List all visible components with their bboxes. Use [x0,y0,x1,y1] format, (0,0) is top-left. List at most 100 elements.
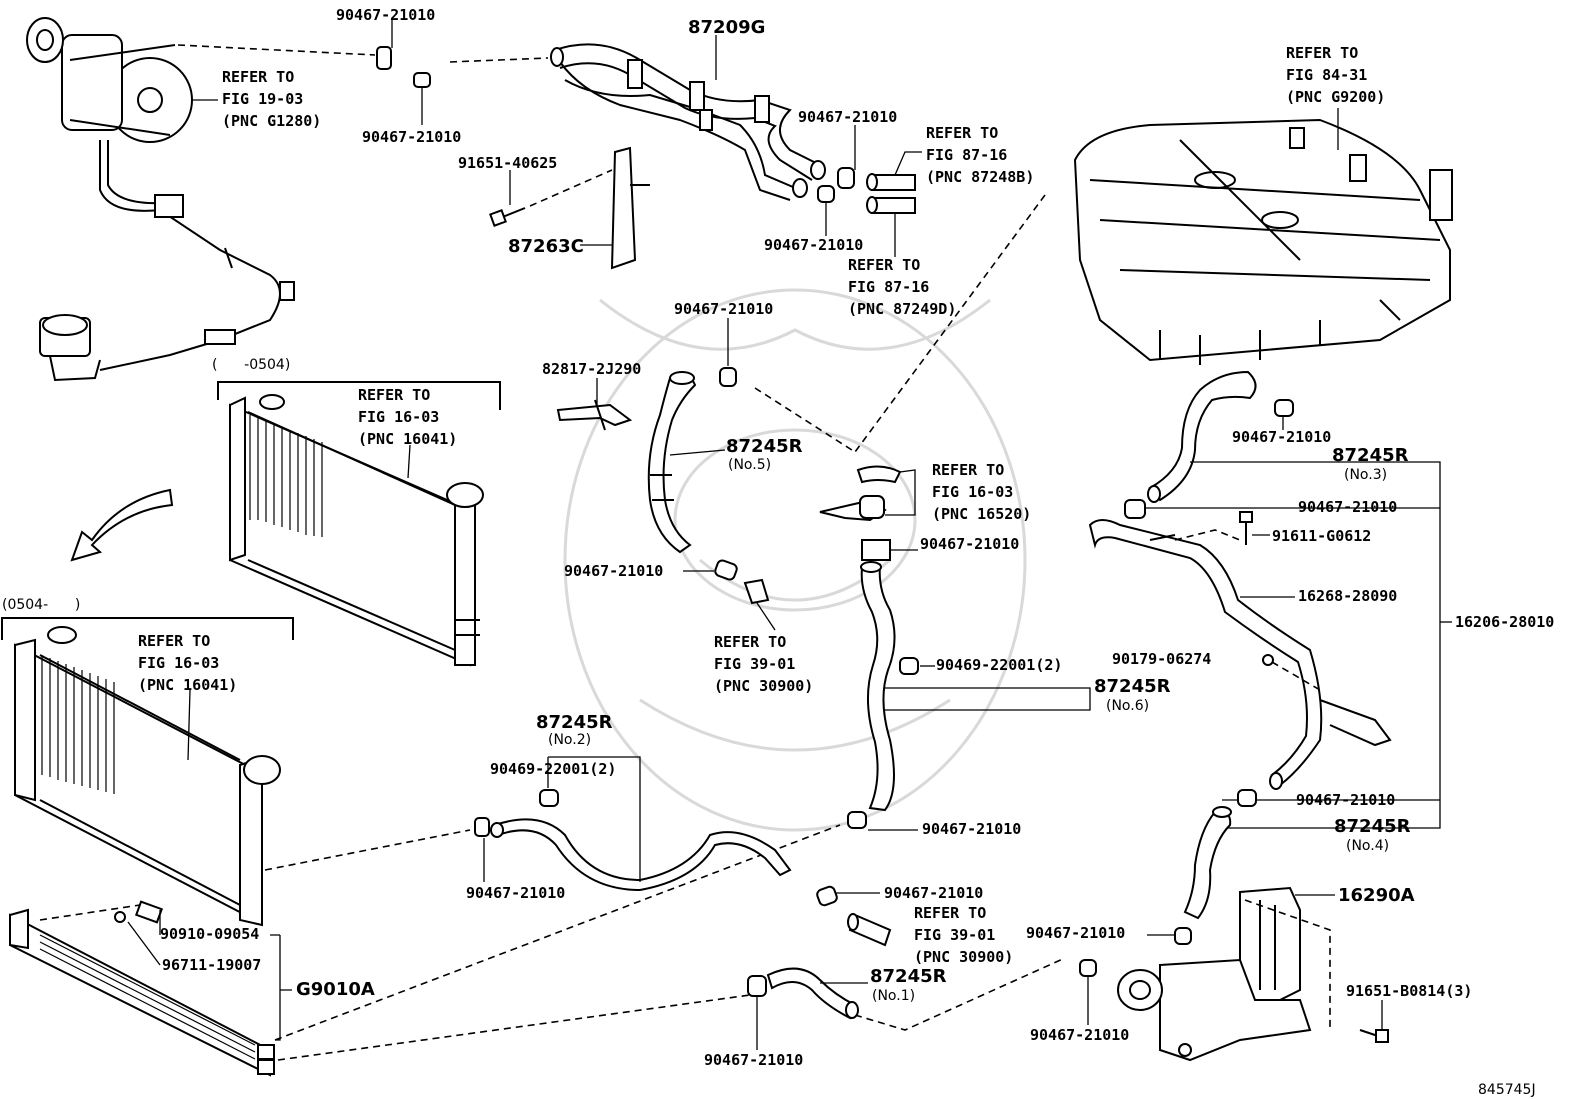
label-90467-21010: 90467-21010 [920,535,1019,553]
leader [885,687,1091,711]
label-no6: (No.6) [1106,698,1149,714]
label-no5: (No.5) [728,457,771,473]
pipe-16268-28090 [1088,519,1392,790]
label-87245r: 87245R [1332,445,1409,466]
label-87245r: 87245R [870,966,947,987]
label-pnc: (PNC 30900) [914,948,1013,966]
label-90467-21010: 90467-21010 [884,884,983,902]
bolt-91611-g0612 [1239,511,1253,545]
label-16206-28010: 16206-28010 [1455,613,1554,631]
label-91651-b0814: 91651-B0814(3) [1346,982,1472,1000]
label-refer-to: REFER TO [222,68,294,86]
label-0504-range: (0504- ) [2,597,80,613]
label-90467-21010: 90467-21010 [466,884,565,902]
label-87263c: 87263C [508,236,584,257]
label-refer-to: REFER TO [1286,44,1358,62]
label-pnc: (PNC G1280) [222,112,321,130]
label-82817-2j290: 82817-2J290 [542,360,641,378]
label-90469-22001: 90469-22001(2) [490,760,616,778]
label-fig: FIG 39-01 [914,926,995,944]
intercooler-g9010a [9,900,275,1077]
leader [1190,461,1441,829]
dash-line [854,194,1046,453]
label-refer-to: REFER TO [358,386,430,404]
label-fig: FIG 16-03 [358,408,439,426]
label-no4: (No.4) [1346,838,1389,854]
label-90467-21010: 90467-21010 [336,6,435,24]
label-87245r: 87245R [1334,816,1411,837]
label-refer-to: REFER TO [848,256,920,274]
label-90910-09054: 90910-09054 [160,925,259,943]
label-91651-40625: 91651-40625 [458,154,557,172]
label-refer-to: REFER TO [914,904,986,922]
leader [187,689,191,761]
dash-line [854,957,1066,1031]
radiator-lower [1,617,294,927]
dash-line [264,829,471,871]
label-refer-to: REFER TO [926,124,998,142]
label-fig: FIG 39-01 [714,655,795,673]
water-pump-16290a [1079,886,1312,1062]
clamp-90467-mid [714,559,770,605]
label-no1: (No.1) [872,988,915,1004]
dash-line [39,904,141,921]
label-96711-19007: 96711-19007 [162,956,261,974]
hose-87245r-no4 [1183,789,1257,920]
label-fig: FIG 84-31 [1286,66,1367,84]
dash-line [274,824,841,1041]
label-no2: (No.2) [548,732,591,748]
label-87245r: 87245R [1094,676,1171,697]
label-pnc: (PNC 16041) [138,676,237,694]
label-90467-21010: 90467-21010 [362,128,461,146]
labels: 90467-21010 90467-21010 87209G REFER TO … [2,6,1554,1098]
label-fig: FIG 16-03 [138,654,219,672]
dash-line [449,57,549,63]
label-16290a: 16290A [1338,885,1415,906]
hose-87245r-no3 [1124,370,1294,519]
label-pnc: (PNC 16041) [358,430,457,448]
label-pnc: (PNC 16520) [932,505,1031,523]
clamp-top-1 [376,46,431,88]
label-87209g: 87209G [688,17,765,38]
label-refer-to: REFER TO [138,632,210,650]
label-fig: FIG 87-16 [926,146,1007,164]
label-90469-22001: 90469-22001(2) [936,656,1062,674]
label-no3: (No.3) [1344,467,1387,483]
label-90179-06274: 90179-06274 [1112,650,1211,668]
label-90467-21010: 90467-21010 [764,236,863,254]
dash-line [1174,529,1241,541]
direction-arrow [70,488,174,562]
label-pnc: (PNC G9200) [1286,88,1385,106]
label-90467-21010: 90467-21010 [674,300,773,318]
label-90467-21010: 90467-21010 [704,1051,803,1069]
label-90467-21010: 90467-21010 [564,562,663,580]
clamp-90467-lower-mid [816,885,892,947]
label-0504-range: ( -0504) [212,357,290,373]
hose-87209g [550,43,826,201]
electric-water-pump [26,17,295,382]
bracket-87263c [610,146,650,270]
inverter-assembly [1073,118,1453,365]
label-91611-g0612: 91611-G0612 [1272,527,1371,545]
label-16268-28090: 16268-28090 [1298,587,1397,605]
leader [669,449,726,456]
label-pnc: (PNC 87249D) [848,300,956,318]
plug-90179 [1262,654,1274,666]
leader [547,756,641,882]
label-87245r: 87245R [536,712,613,733]
leader [407,444,411,479]
label-fig: FIG 16-03 [932,483,1013,501]
label-90467-21010: 90467-21010 [1030,1026,1129,1044]
hose-87245r-no6 [847,561,919,829]
label-fig: FIG 19-03 [222,90,303,108]
dash-line [277,994,751,1061]
label-90467-21010: 90467-21010 [1026,924,1125,942]
hose-87245r-no1 [747,967,859,1020]
bolt-91651-40625 [489,207,526,227]
dash-line [754,387,856,453]
hose-87245r-no5 [647,367,737,554]
dash-line [1271,661,1321,691]
leader [756,602,776,631]
leader [127,910,161,966]
